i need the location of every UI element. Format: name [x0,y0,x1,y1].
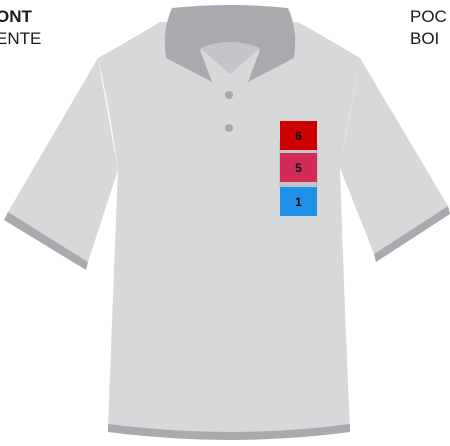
badge-position-1[interactable]: 1 [280,187,317,216]
placket-button-2 [225,124,233,132]
badge-label: 1 [295,195,302,209]
placket-button-1 [225,91,233,99]
badge-label: 5 [295,161,302,175]
badge-label: 6 [295,129,302,143]
shirt-body [98,22,360,436]
badge-position-6[interactable]: 6 [280,121,317,150]
badge-position-5[interactable]: 5 [280,153,317,182]
